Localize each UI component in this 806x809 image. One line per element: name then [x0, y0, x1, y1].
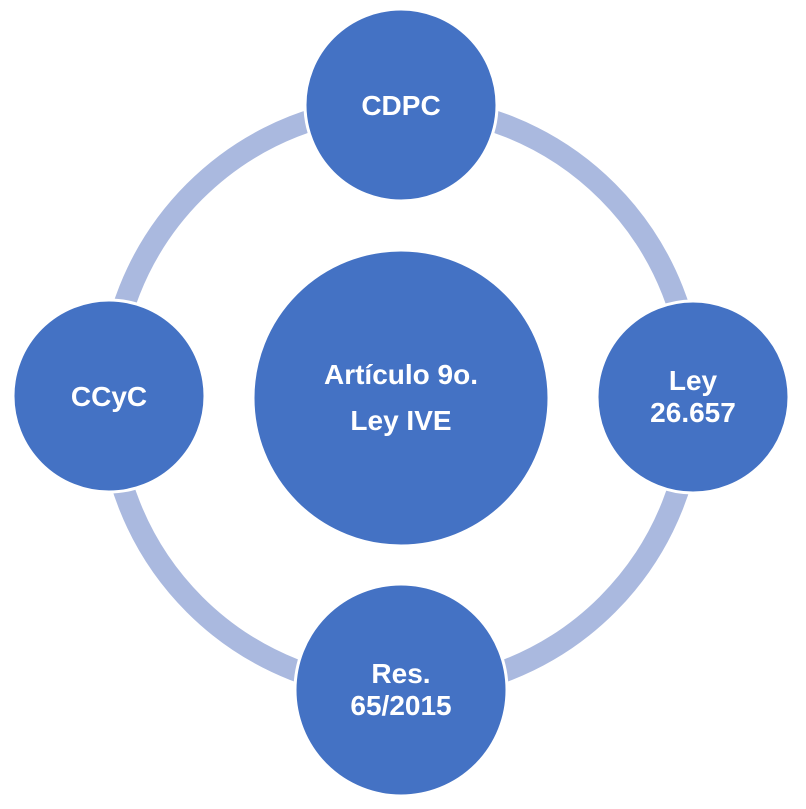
node-bottom: Res. 65/2015	[293, 582, 509, 798]
node-top-circle	[303, 7, 499, 203]
node-right-circle	[595, 299, 791, 495]
node-bottom-circle	[293, 582, 509, 798]
node-bottom-label-line2: 65/2015	[350, 690, 451, 721]
center-node-circle	[251, 248, 551, 548]
node-right-label-line1: Ley	[669, 365, 718, 396]
node-right-label-line2: 26.657	[650, 397, 736, 428]
node-right: Ley 26.657	[595, 299, 791, 495]
node-top: CDPC	[303, 7, 499, 203]
node-bottom-label-line1: Res.	[371, 658, 430, 689]
center-node-label-line1: Artículo 9o.	[324, 359, 478, 390]
center-node-label-line2: Ley IVE	[350, 405, 451, 436]
node-left: CCyC	[11, 298, 207, 494]
node-left-circle	[11, 298, 207, 494]
center-node: Artículo 9o. Ley IVE	[251, 248, 551, 548]
node-left-label: CCyC	[71, 381, 147, 412]
node-top-label: CDPC	[361, 90, 440, 121]
